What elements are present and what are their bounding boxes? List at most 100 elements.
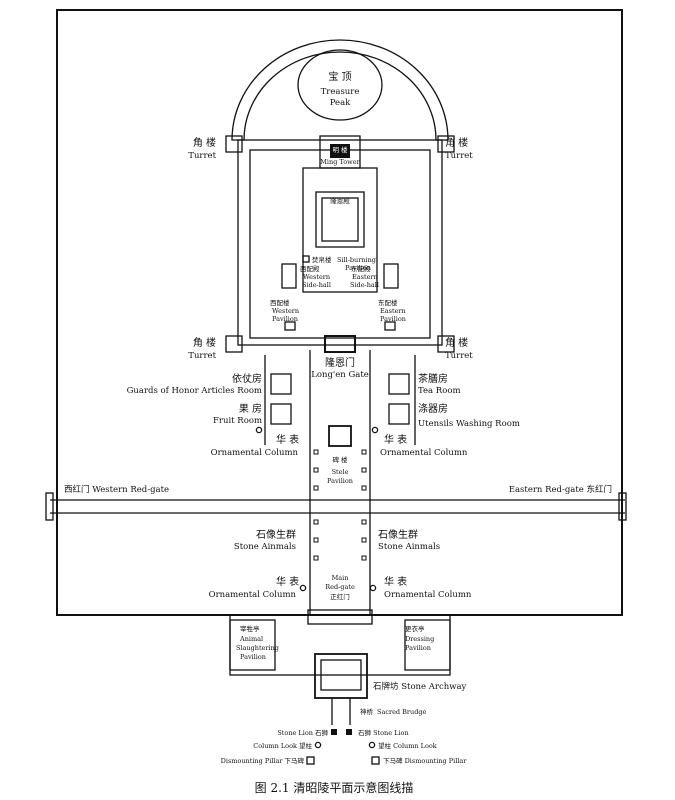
eastern-pavilion bbox=[384, 321, 396, 331]
eastern-red-gate-mark bbox=[618, 492, 627, 521]
main-red-gate bbox=[307, 609, 373, 625]
column-look-east-label: 望柱 Column Look bbox=[378, 741, 437, 750]
tea-room-label-zh: 茶膳房 bbox=[418, 372, 448, 385]
treasure-peak-label-en: Treasure bbox=[321, 87, 360, 97]
dismounting-pillar-east-label: 下马碑 Dismounting Pillar bbox=[383, 756, 467, 765]
turret-se-label-zh: 角 楼 bbox=[445, 336, 468, 349]
main-red-gate-label-en: Main bbox=[332, 574, 349, 582]
column-se-label-zh: 华 表 bbox=[384, 575, 407, 588]
figure-caption: 图 2.1 清昭陵平面示意图线描 bbox=[255, 780, 414, 795]
western-side-hall bbox=[281, 263, 297, 289]
burning-pavilion-label-en2: Pavilion bbox=[345, 264, 371, 272]
eastern-side-hall-label-en2: Side-hall bbox=[350, 281, 379, 289]
stone-animal-marker bbox=[361, 555, 367, 561]
eastern-side-hall-label-zh: 东配殿 bbox=[351, 264, 371, 273]
eastern-pavilion-label-en: Eastern bbox=[380, 307, 406, 315]
utensils-room bbox=[388, 403, 410, 425]
column-look-west-label: Column Look 望柱 bbox=[253, 741, 312, 750]
fruit-room-label-en: Fruit Room bbox=[213, 416, 262, 426]
main-red-gate-label-zh: 正红门 bbox=[330, 592, 350, 601]
column-north-west bbox=[255, 426, 263, 434]
stone-animal-marker bbox=[313, 467, 319, 473]
column-north-east bbox=[371, 426, 379, 434]
treasure-peak-label-zh: 宝 顶 bbox=[328, 70, 351, 83]
eastern-pavilion-label-zh: 东配楼 bbox=[378, 298, 398, 307]
western-pavilion-label-en2: Pavilion bbox=[272, 315, 298, 323]
eastern-side-hall-label-en: Eastern bbox=[352, 273, 378, 281]
hall-courtyard bbox=[302, 167, 378, 293]
ming-tower-core bbox=[330, 144, 350, 158]
longen-hall bbox=[315, 191, 365, 248]
western-pavilion-label-en: Western bbox=[272, 307, 299, 315]
stone-animals-west-label-en: Stone Ainmals bbox=[234, 542, 296, 552]
eastern-red-gate-label: Eastern Red-gate 东红门 bbox=[509, 484, 612, 495]
burning-pavilion-label-en: Sill-burning bbox=[337, 256, 376, 264]
dressing-pavilion bbox=[404, 619, 451, 671]
stone-animal-marker bbox=[361, 449, 367, 455]
dressing-pavilion-label-en2: Pavilion bbox=[405, 644, 431, 652]
burning-pavilion bbox=[302, 255, 310, 263]
western-side-hall-label-en: Western bbox=[303, 273, 330, 281]
western-red-gate-label: 西红门 Western Red-gate bbox=[64, 484, 169, 495]
slaughtering-pavilion-label-en2: Slaughtering bbox=[236, 644, 279, 652]
stone-lion-east-label: 石狮 Stone Lion bbox=[358, 729, 409, 737]
stone-animal-marker bbox=[313, 537, 319, 543]
turret-ne bbox=[437, 135, 455, 153]
stone-animals-east-label-zh: 石像生群 bbox=[378, 528, 418, 541]
turret-se bbox=[437, 335, 455, 353]
longen-hall-label: 隆恩殿 bbox=[330, 196, 350, 205]
fruit-room-label-zh: 果 房 bbox=[239, 402, 262, 415]
ming-tower-label-en: Ming Tower bbox=[320, 158, 360, 166]
stone-lion-west bbox=[331, 729, 337, 735]
stone-animal-marker bbox=[313, 449, 319, 455]
stone-lion-west-label: Stone Lion 石狮 bbox=[277, 729, 328, 737]
slaughtering-pavilion-label-zh: 宰牲亭 bbox=[240, 624, 260, 633]
dismounting-pillar-west bbox=[306, 756, 315, 765]
western-pavilion-label-zh: 西配楼 bbox=[270, 298, 290, 307]
turret-ne-label-zh: 角 楼 bbox=[445, 136, 468, 149]
utensils-room-label-en: Utensils Washing Room bbox=[418, 419, 520, 429]
treasure-peak-mound bbox=[231, 39, 449, 141]
stone-animals-east-label-en: Stone Ainmals bbox=[378, 542, 440, 552]
fruit-room bbox=[270, 403, 292, 425]
column-sw-label-en: Ornamental Column bbox=[209, 590, 297, 600]
guards-room-label-zh: 依仗房 bbox=[232, 372, 262, 385]
western-side-hall-label-en2: Side-hall bbox=[302, 281, 331, 289]
sacred-bridge-label-zh: 神桥 bbox=[360, 707, 374, 716]
longen-gate-label-zh: 隆恩门 bbox=[325, 356, 355, 369]
column-nw-label-zh: 华 表 bbox=[276, 433, 299, 446]
slaughtering-pavilion-label-en3: Pavilion bbox=[240, 653, 266, 661]
dismounting-pillar-west-label: Dismounting Pillar 下马碑 bbox=[221, 756, 305, 765]
column-sw-label-zh: 华 表 bbox=[276, 575, 299, 588]
guards-room bbox=[270, 373, 292, 395]
main-red-gate-label-en2: Red-gate bbox=[325, 583, 355, 591]
square-city-wall-outer bbox=[237, 139, 443, 346]
longen-gate bbox=[324, 335, 356, 353]
eastern-pavilion-label-en2: Pavilion bbox=[380, 315, 406, 323]
western-side-hall-label-zh: 西配殿 bbox=[300, 265, 320, 273]
column-look-west bbox=[314, 741, 322, 749]
stone-animal-marker bbox=[361, 485, 367, 491]
turret-sw-label-en: Turret bbox=[188, 351, 216, 361]
stone-animal-marker bbox=[361, 467, 367, 473]
slaughtering-pavilion-label-en: Animal bbox=[239, 635, 263, 643]
stele-pavilion bbox=[328, 425, 352, 447]
turret-se-label-en: Turret bbox=[445, 351, 473, 361]
stone-animal-marker bbox=[361, 537, 367, 543]
dressing-pavilion-label-zh: 更衣亭 bbox=[405, 624, 425, 633]
column-south-east bbox=[369, 584, 377, 592]
longen-hall-inner bbox=[321, 197, 359, 242]
guards-room-label-en: Guards of Honor Articles Room bbox=[127, 386, 262, 396]
eastern-side-hall bbox=[383, 263, 399, 289]
stele-pavilion-label-en: Stele bbox=[332, 468, 349, 476]
stone-archway-label: 石牌坊 Stone Archway bbox=[373, 681, 467, 692]
longen-gate-label-en: Long'en Gate bbox=[311, 370, 369, 380]
tea-room-label-en: Tea Room bbox=[418, 386, 461, 396]
stone-animal-marker bbox=[313, 555, 319, 561]
column-ne-label-en: Ornamental Column bbox=[380, 448, 468, 458]
tea-room bbox=[388, 373, 410, 395]
stone-archway-inner bbox=[320, 659, 362, 691]
stele-pavilion-label-en2: Pavilion bbox=[327, 477, 353, 485]
stone-animals-west-label-zh: 石像生群 bbox=[256, 528, 296, 541]
